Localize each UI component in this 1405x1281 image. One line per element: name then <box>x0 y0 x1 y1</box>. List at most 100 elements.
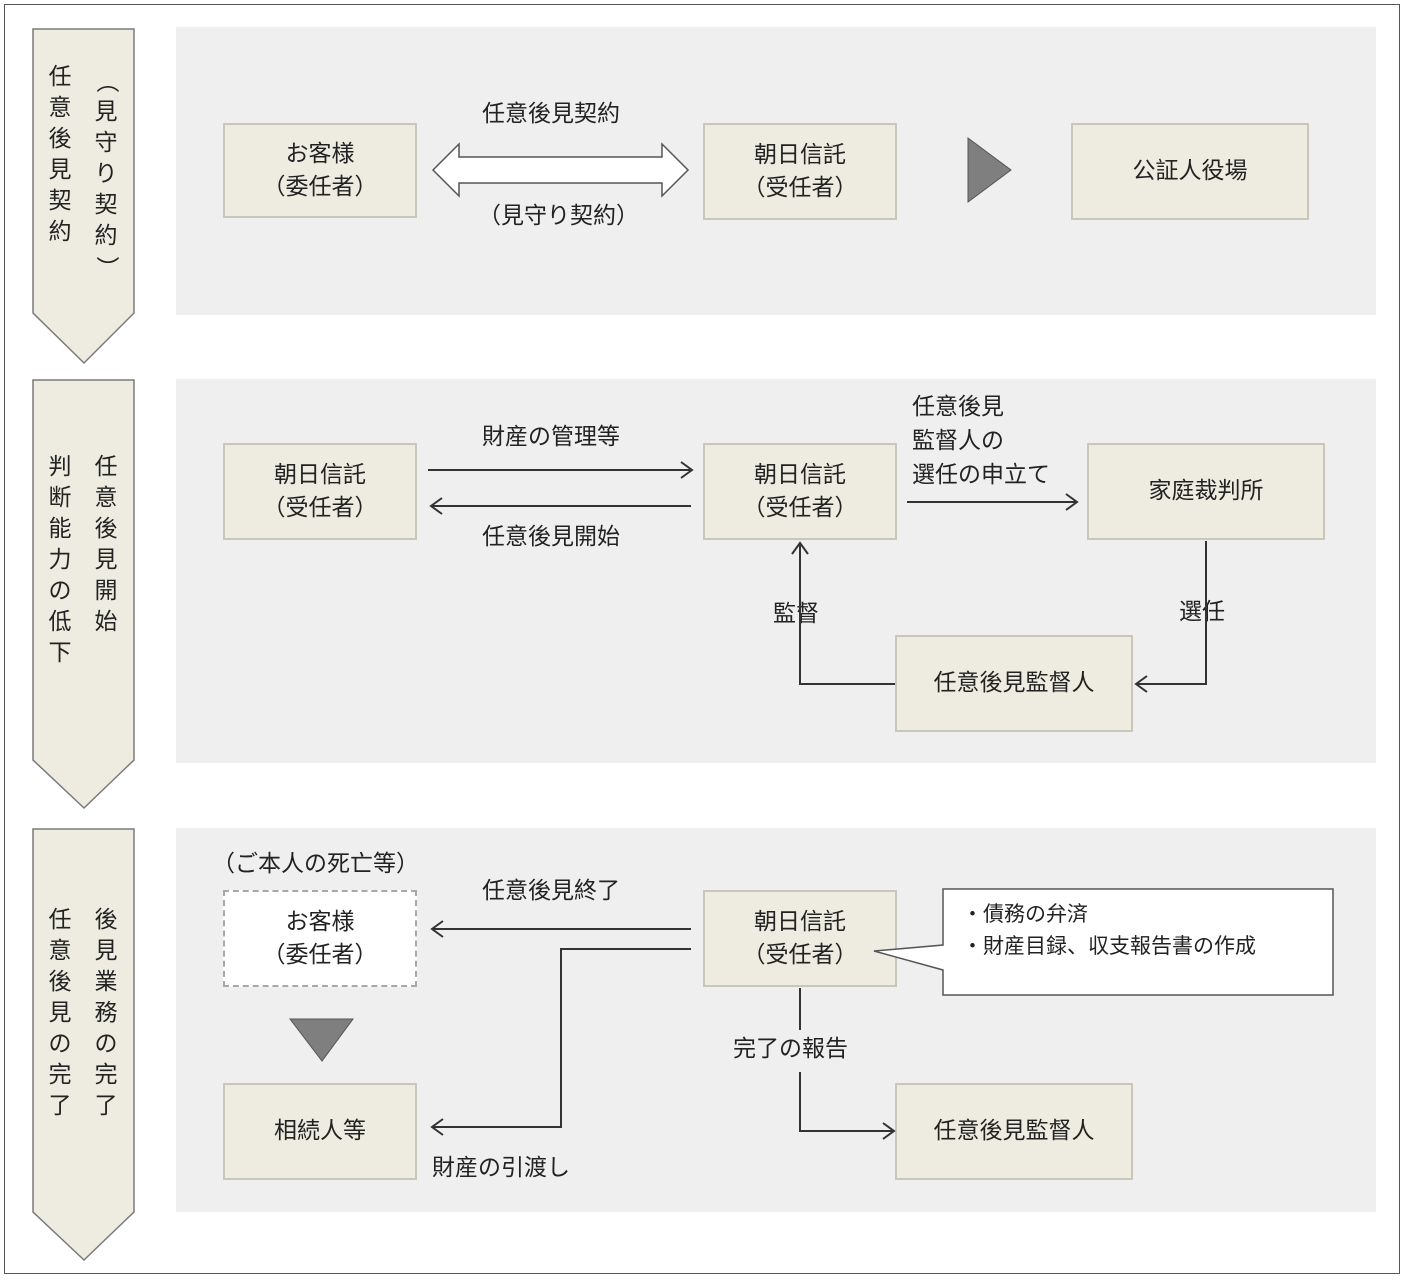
callout-item-inventory: ・財産目録、収支報告書の作成 <box>962 934 1256 958</box>
vertical-glyph: 始 <box>94 609 118 635</box>
trust-center-name: 朝日信託 <box>754 461 846 488</box>
vertical-glyph: り <box>94 161 118 187</box>
supervise-connector <box>799 544 895 685</box>
appoint-connector <box>1137 541 1207 685</box>
property-mgmt-label: 財産の管理等 <box>482 424 620 450</box>
petition-label-2: 監督人の <box>912 428 1004 454</box>
supervisor-box-s3: 任意後見監督人 <box>895 1083 1133 1180</box>
vertical-glyph: 後 <box>94 516 118 542</box>
contract-label: 任意後見契約 <box>482 101 620 127</box>
callout-bubble <box>873 888 1334 996</box>
vertical-glyph: 務 <box>94 1000 118 1026</box>
vertical-glyph: 守 <box>94 130 118 156</box>
petition-label-3: 選任の申立て <box>912 462 1050 488</box>
stage-3-title: 任意後見の完了 <box>45 905 75 1122</box>
vertical-glyph: 断 <box>48 485 72 511</box>
outer-frame <box>4 4 1400 1274</box>
contract-double-arrow <box>431 142 690 198</box>
trust-box: 朝日信託 （受任者） <box>703 123 897 220</box>
client-role: （委任者） <box>262 173 378 200</box>
vertical-glyph: 約 <box>48 219 72 245</box>
heirs-box: 相続人等 <box>223 1083 417 1180</box>
callout-item-debt: ・債務の弁済 <box>962 902 1088 926</box>
vertical-glyph: 意 <box>48 95 72 121</box>
trust-s3-role: （受任者） <box>742 941 858 968</box>
vertical-glyph: 見 <box>94 547 118 573</box>
vertical-glyph: 後 <box>48 126 72 152</box>
court-box: 家庭裁判所 <box>1087 443 1325 540</box>
supervisor-box-s2: 任意後見監督人 <box>895 635 1133 732</box>
stage-1-subtitle: （見守り契約） <box>91 66 121 283</box>
client-ended-role: （委任者） <box>262 941 378 968</box>
trust-center-role: （受任者） <box>742 494 858 521</box>
stage-2-title: 判断能力の低下 <box>45 452 75 669</box>
vertical-glyph: 下 <box>48 640 72 666</box>
vertical-glyph: 任 <box>94 454 118 480</box>
supervisor-name-s2: 任意後見監督人 <box>933 670 1095 696</box>
vertical-glyph: 契 <box>94 192 118 218</box>
trust-left-role: （受任者） <box>262 494 378 521</box>
flow-triangle-down <box>288 1018 354 1062</box>
stage-2-subtitle: 任意後見開始 <box>91 452 121 638</box>
stage-3-chevron <box>32 828 135 1262</box>
notary-box: 公証人役場 <box>1071 123 1309 220</box>
client-ended-name: お客様 <box>285 908 355 935</box>
handover-arrow <box>433 948 691 1128</box>
vertical-glyph: 見 <box>48 1000 72 1026</box>
handover-label: 財産の引渡し <box>432 1155 570 1181</box>
trust-box-s3: 朝日信託 （受任者） <box>703 890 897 987</box>
vertical-glyph: 了 <box>94 1093 118 1119</box>
vertical-glyph: 後 <box>94 907 118 933</box>
court-name: 家庭裁判所 <box>1148 478 1264 504</box>
trust-left-name: 朝日信託 <box>274 461 366 488</box>
vertical-glyph: 低 <box>48 609 72 635</box>
client-box: お客様 （委任者） <box>223 123 417 218</box>
supervise-label: 監督 <box>773 601 819 627</box>
trust-box-left: 朝日信託 （受任者） <box>223 443 417 540</box>
start-label: 任意後見開始 <box>482 524 620 550</box>
vertical-glyph: 任 <box>48 907 72 933</box>
client-box-ended: お客様 （委任者） <box>223 890 417 987</box>
notary-name: 公証人役場 <box>1132 158 1248 184</box>
vertical-glyph: の <box>94 1031 118 1057</box>
stage-3-subtitle: 後見業務の完了 <box>91 905 121 1122</box>
death-note-label: （ご本人の死亡等） <box>212 851 419 877</box>
stage-1-chevron <box>32 28 135 365</box>
heirs-name: 相続人等 <box>274 1118 366 1144</box>
vertical-glyph: 完 <box>48 1062 72 1088</box>
vertical-glyph: 力 <box>48 547 72 573</box>
end-label: 任意後見終了 <box>482 878 620 904</box>
vertical-glyph: 約 <box>94 223 118 249</box>
trust-role: （受任者） <box>742 174 858 201</box>
vertical-glyph: 了 <box>48 1093 72 1119</box>
vertical-glyph: 契 <box>48 188 72 214</box>
vertical-glyph: 意 <box>48 938 72 964</box>
supervisor-name-s3: 任意後見監督人 <box>933 1118 1095 1144</box>
vertical-glyph: 後 <box>48 969 72 995</box>
vertical-glyph: 完 <box>94 1062 118 1088</box>
watch-contract-label: （見守り契約） <box>478 203 639 229</box>
client-name: お客様 <box>285 140 355 167</box>
vertical-glyph: 見 <box>94 938 118 964</box>
flow-triangle-right <box>967 137 1012 203</box>
vertical-glyph: 意 <box>94 485 118 511</box>
stage-2-chevron <box>32 379 135 810</box>
stage-1-title: 任意後見契約 <box>45 62 75 248</box>
vertical-glyph: 見 <box>94 99 118 125</box>
trust-box-center: 朝日信託 （受任者） <box>703 443 897 540</box>
vertical-glyph: 業 <box>94 969 118 995</box>
report-connector <box>799 1072 893 1132</box>
trust-s3-name: 朝日信託 <box>754 908 846 935</box>
vertical-glyph: 見 <box>48 157 72 183</box>
vertical-glyph: 開 <box>94 578 118 604</box>
vertical-glyph: 任 <box>48 64 72 90</box>
report-label: 完了の報告 <box>733 1036 848 1062</box>
vertical-glyph: の <box>48 578 72 604</box>
appoint-label: 選任 <box>1179 599 1225 625</box>
vertical-glyph: 能 <box>48 516 72 542</box>
vertical-glyph: の <box>48 1031 72 1057</box>
trust-name: 朝日信託 <box>754 141 846 168</box>
vertical-glyph: 判 <box>48 454 72 480</box>
